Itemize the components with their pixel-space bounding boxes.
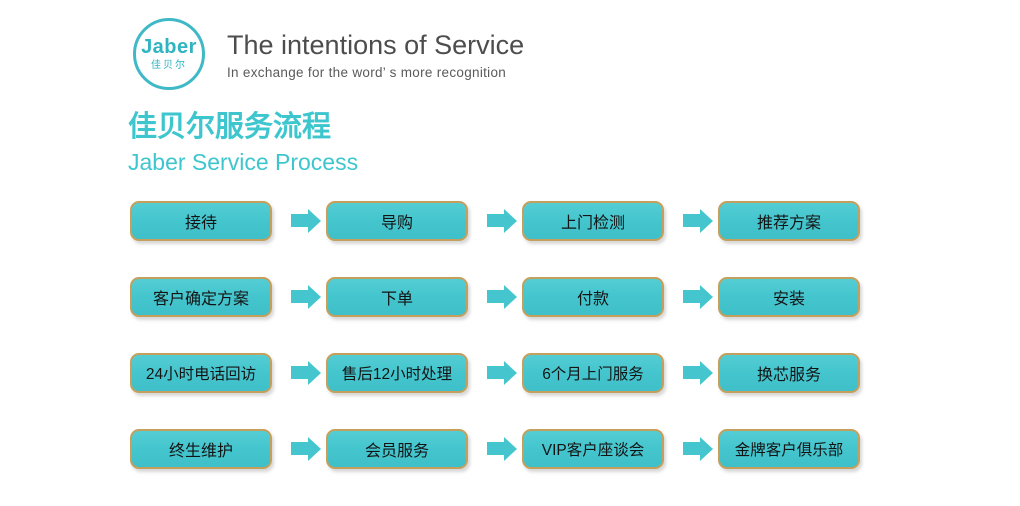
header: Jaber 佳贝尔 The intentions of Service In e… bbox=[0, 0, 1020, 90]
arrow-right-icon bbox=[468, 360, 522, 385]
flow-step: VIP客户座谈会 bbox=[522, 428, 664, 469]
flow-step: 24小时电话回访 bbox=[130, 352, 272, 393]
arrow-right-icon bbox=[272, 284, 326, 309]
section-title-en: Jaber Service Process bbox=[128, 149, 359, 175]
header-subtitle: In exchange for the word’ s more recogni… bbox=[227, 64, 507, 80]
flow-step: 安装 bbox=[718, 276, 860, 317]
logo-brand-cn-text: 佳贝尔 bbox=[151, 59, 187, 71]
section-title: 佳贝尔服务流程 Jaber Service Process bbox=[0, 90, 1020, 176]
flow-step: 换芯服务 bbox=[718, 352, 860, 393]
flow-step: 客户确定方案 bbox=[130, 276, 272, 317]
arrow-right-icon bbox=[468, 284, 522, 309]
arrow-right-icon bbox=[272, 360, 326, 385]
arrow-right-icon bbox=[664, 208, 718, 233]
flow-step: 金牌客户俱乐部 bbox=[718, 428, 860, 469]
flow-step: 6个月上门服务 bbox=[522, 352, 664, 393]
flow-row-2: 客户确定方案 下单 付款 安装 bbox=[130, 276, 1020, 317]
arrow-right-icon bbox=[664, 360, 718, 385]
flow-row-3: 24小时电话回访 售后12小时处理 6个月上门服务 换芯服务 bbox=[130, 352, 1020, 393]
jaber-logo: Jaber 佳贝尔 bbox=[133, 18, 205, 90]
flow-step: 会员服务 bbox=[326, 428, 468, 469]
arrow-right-icon bbox=[664, 436, 718, 461]
arrow-right-icon bbox=[272, 208, 326, 233]
arrow-right-icon bbox=[664, 284, 718, 309]
arrow-right-icon bbox=[468, 436, 522, 461]
flow-step: 上门检测 bbox=[522, 200, 664, 241]
service-flowchart: 接待 导购 上门检测 推荐方案 客户确定方案 下单 付款 安装 24小时电话回访… bbox=[0, 176, 1020, 469]
flow-step: 售后12小时处理 bbox=[326, 352, 468, 393]
section-title-cn: 佳贝尔服务流程 bbox=[128, 111, 332, 143]
flow-step: 导购 bbox=[326, 200, 468, 241]
flow-step: 下单 bbox=[326, 276, 468, 317]
flow-step: 接待 bbox=[130, 200, 272, 241]
flow-row-4: 终生维护 会员服务 VIP客户座谈会 金牌客户俱乐部 bbox=[130, 428, 1020, 469]
header-text: The intentions of Service In exchange fo… bbox=[227, 29, 524, 80]
arrow-right-icon bbox=[272, 436, 326, 461]
flow-step: 终生维护 bbox=[130, 428, 272, 469]
logo-brand-text: Jaber bbox=[141, 35, 197, 58]
flow-step: 推荐方案 bbox=[718, 200, 860, 241]
flow-step: 付款 bbox=[522, 276, 664, 317]
flow-row-1: 接待 导购 上门检测 推荐方案 bbox=[130, 200, 1020, 241]
header-title: The intentions of Service bbox=[227, 29, 525, 60]
arrow-right-icon bbox=[468, 208, 522, 233]
